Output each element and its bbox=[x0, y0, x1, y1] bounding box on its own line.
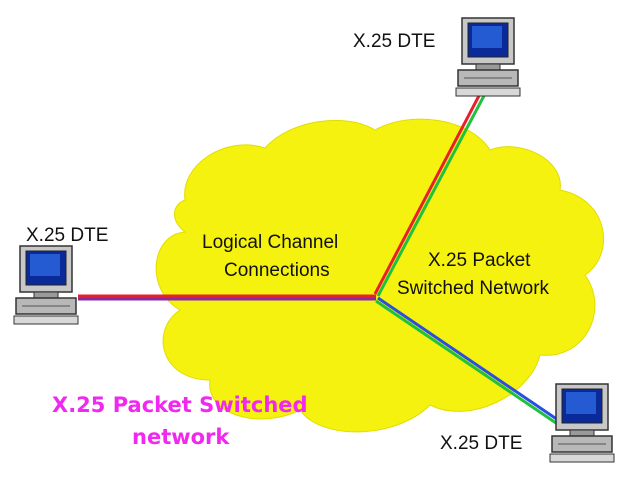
logical-channel-label-line1: Logical Channel bbox=[202, 232, 338, 253]
logical-channel-label-line2: Connections bbox=[224, 260, 330, 281]
computer-top-icon bbox=[455, 17, 521, 97]
computer-left-icon bbox=[13, 245, 79, 325]
dte-bottom-right-label: X.25 DTE bbox=[440, 433, 522, 454]
link-top-red bbox=[373, 89, 484, 295]
dte-left-label: X.25 DTE bbox=[26, 225, 108, 246]
logical-channel-links bbox=[78, 89, 559, 425]
link-top-green bbox=[376, 91, 488, 297]
dte-top-label: X.25 DTE bbox=[353, 31, 435, 52]
link-bottom-green bbox=[375, 299, 557, 425]
network-label-line2: Switched Network bbox=[397, 278, 550, 299]
packet-switched-network-cloud bbox=[155, 118, 605, 433]
link-bottom-blue bbox=[377, 296, 559, 422]
caption-line1: X.25 Packet Switched bbox=[52, 393, 308, 417]
caption-line2: network bbox=[132, 425, 230, 449]
computer-bottom-right-icon bbox=[549, 383, 615, 463]
network-label-line1: X.25 Packet bbox=[428, 250, 531, 271]
